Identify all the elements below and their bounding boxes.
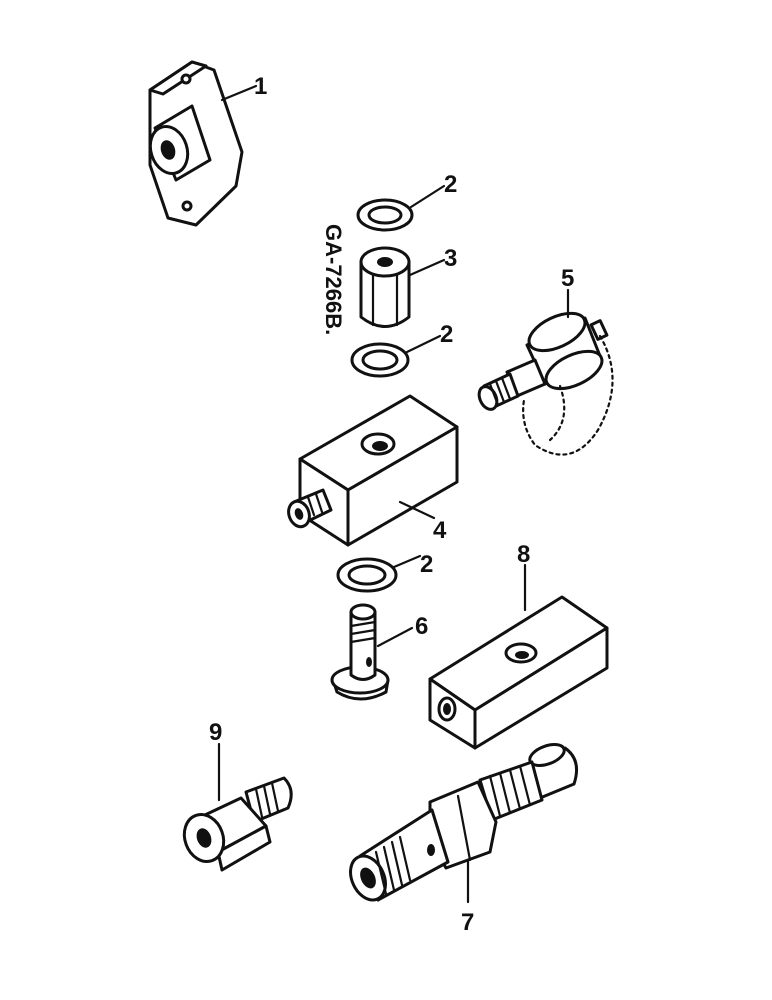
callout-1: 1 — [254, 73, 267, 100]
callout-7: 7 — [461, 909, 474, 936]
leader-2a — [409, 184, 446, 209]
callout-8: 8 — [517, 541, 530, 568]
part-6-banjo-bolt — [330, 603, 390, 701]
callout-3: 3 — [444, 245, 457, 272]
part-1-flange — [148, 60, 244, 227]
part-8-block — [428, 595, 609, 750]
callout-9: 9 — [209, 719, 222, 746]
callout-2a: 2 — [444, 171, 457, 198]
leader-1 — [220, 84, 258, 102]
part-5-test-coupling — [477, 311, 614, 456]
callout-2b: 2 — [440, 321, 453, 348]
part-9-hex-adapter — [182, 776, 293, 872]
leader-2b — [405, 334, 442, 354]
callout-2c: 2 — [420, 551, 433, 578]
part-2-washer-lower — [336, 557, 398, 593]
part-2-washer-top — [356, 198, 414, 232]
drawing-code: GA-7266B. — [321, 224, 346, 335]
callout-4: 4 — [433, 517, 447, 544]
leader-4 — [398, 500, 436, 520]
leader-2c — [392, 554, 422, 569]
part-3-hex-union — [359, 246, 411, 328]
leader-6 — [376, 626, 414, 648]
part-4-tee-block — [287, 394, 459, 547]
leader-3 — [408, 258, 446, 277]
part-7-fitting — [349, 743, 578, 902]
callout-6: 6 — [415, 613, 428, 640]
callout-5: 5 — [561, 265, 574, 292]
part-2-washer-middle — [350, 342, 410, 378]
